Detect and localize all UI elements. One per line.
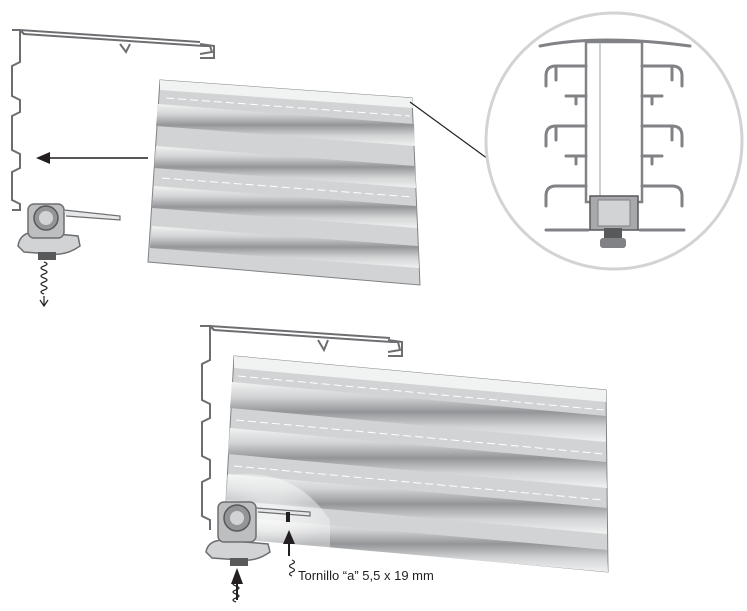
arrow-left xyxy=(36,152,148,164)
top-spring-screw xyxy=(39,261,49,308)
top-frame-profile xyxy=(11,28,215,211)
bottom-frame-profile xyxy=(200,324,403,530)
arrow-up-left xyxy=(231,568,243,600)
screw-icon xyxy=(232,559,296,603)
screw-label: Tornillo “a” 5,5 x 19 mm xyxy=(298,568,434,583)
arrow-up-right xyxy=(283,530,295,556)
top-bracket xyxy=(17,203,121,260)
zoom-detail xyxy=(484,11,744,271)
bottom-bracket xyxy=(205,501,311,566)
top-panel xyxy=(147,79,421,286)
